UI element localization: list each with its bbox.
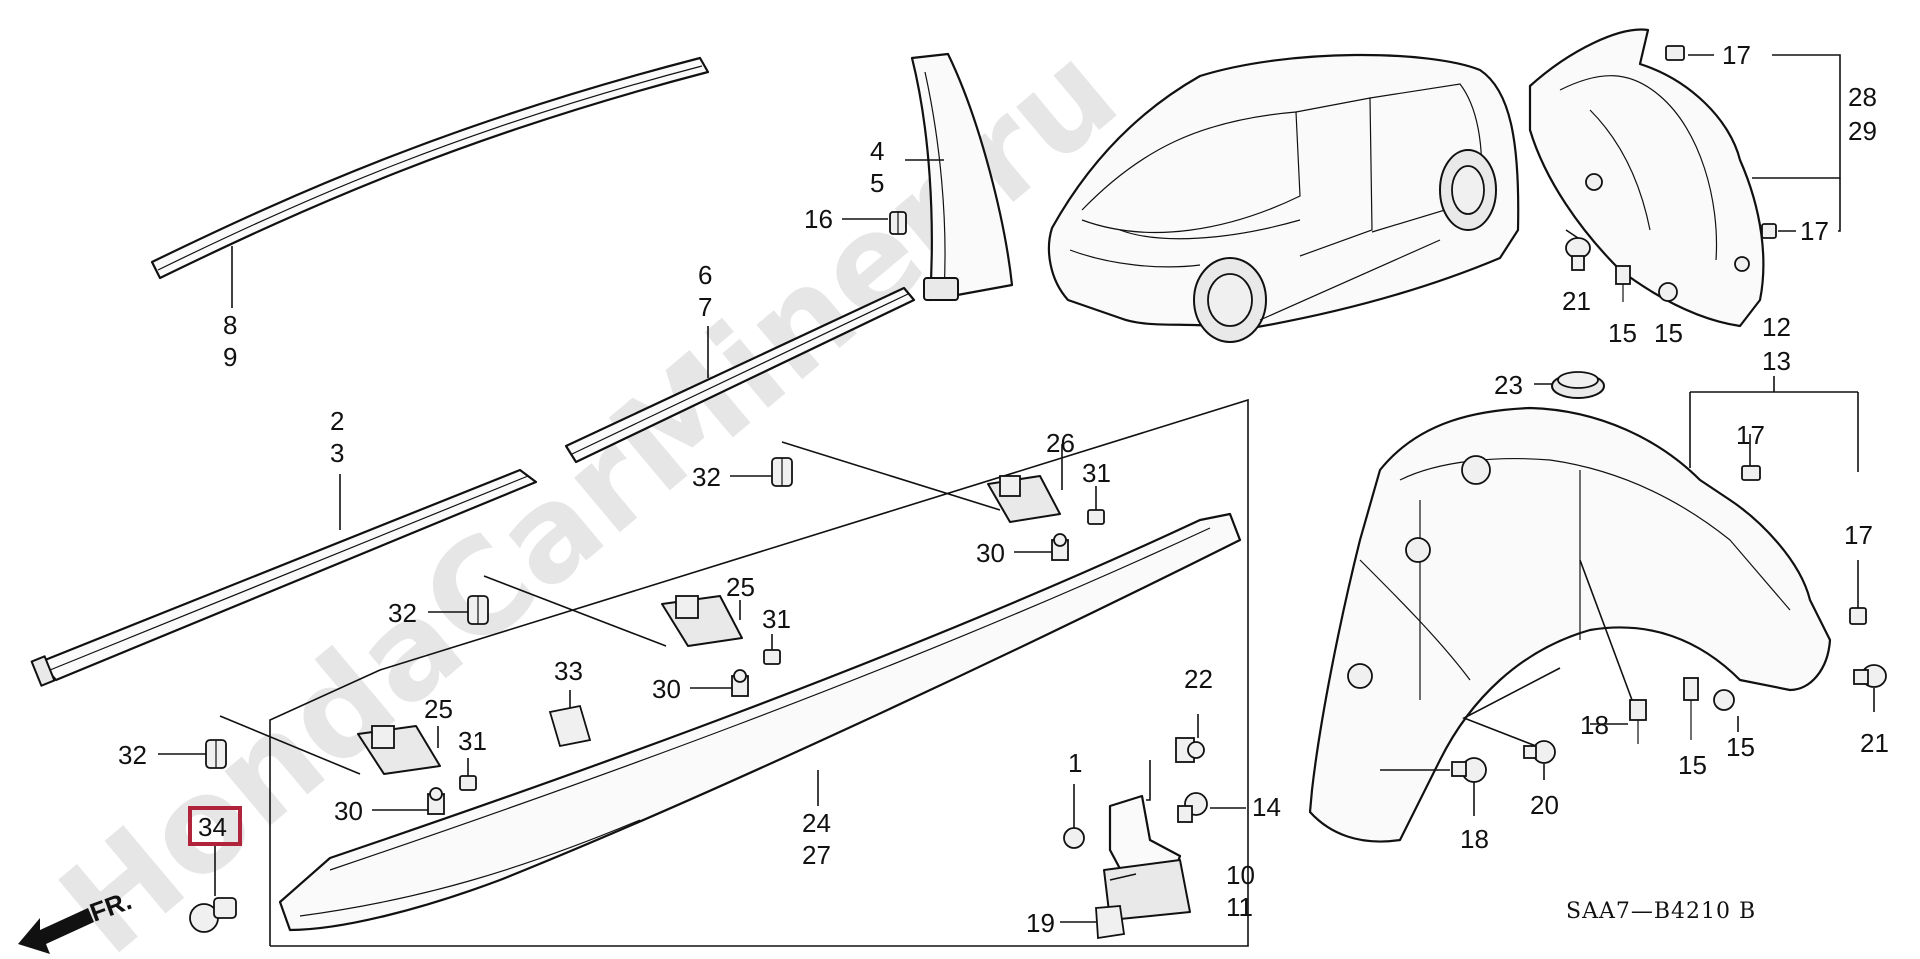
clip-32-b[interactable] [467, 595, 489, 625]
front-inner-fender[interactable] [1308, 406, 1832, 843]
label-16: 16 [804, 204, 833, 234]
clip-16[interactable] [889, 211, 907, 235]
front-door-molding[interactable] [30, 468, 538, 687]
label-15-c: 15 [1678, 750, 1707, 780]
bolt-18-right[interactable] [1629, 699, 1647, 744]
rear-door-molding[interactable] [564, 286, 916, 464]
label-3: 3 [330, 438, 344, 468]
label-15-a: 15 [1608, 318, 1637, 348]
label-17-b: 17 [1800, 216, 1829, 246]
side-sill-garnish[interactable] [278, 512, 1242, 932]
label-18-b: 18 [1460, 824, 1489, 854]
label-34: 34 [198, 812, 227, 842]
clip-34[interactable] [189, 897, 237, 933]
label-13: 13 [1762, 346, 1791, 376]
clip-17-upper[interactable] [1665, 45, 1685, 61]
bracket-25-a[interactable] [661, 595, 743, 647]
bolt-21-upper[interactable] [1565, 237, 1591, 271]
screw-14[interactable] [1177, 792, 1208, 823]
label-30-b: 30 [652, 674, 681, 704]
label-29: 29 [1848, 116, 1877, 146]
roof-molding[interactable] [150, 56, 710, 280]
label-31-a: 31 [1082, 458, 1111, 488]
label-31-b: 31 [762, 604, 791, 634]
label-32-a: 32 [692, 462, 721, 492]
label-6: 6 [698, 260, 712, 290]
label-1: 1 [1068, 748, 1082, 778]
car-illustration [1047, 53, 1520, 343]
label-27: 27 [802, 840, 831, 870]
label-32-c: 32 [118, 740, 147, 770]
label-33: 33 [554, 656, 583, 686]
label-8: 8 [223, 310, 237, 340]
diagram-code: SAA7—B4210 B [1566, 899, 1756, 924]
part-labels: 8 9 2 3 6 7 4 5 16 17 28 29 17 21 15 15 … [118, 40, 1889, 938]
label-15-b: 15 [1654, 318, 1683, 348]
front-arrow-icon [18, 908, 94, 954]
label-17-a: 17 [1722, 40, 1751, 70]
label-10: 10 [1226, 860, 1255, 890]
clip-31-c[interactable] [459, 775, 477, 791]
label-5: 5 [870, 168, 884, 198]
bracket-25-b[interactable] [357, 725, 441, 775]
label-2: 2 [330, 406, 344, 436]
label-23: 23 [1494, 370, 1523, 400]
clip-22[interactable] [1175, 737, 1205, 763]
clip-33[interactable] [548, 704, 592, 748]
label-30-c: 30 [334, 796, 363, 826]
label-20: 20 [1530, 790, 1559, 820]
clip-30-b[interactable] [731, 669, 749, 697]
label-25-a: 25 [726, 572, 755, 602]
clip-32-c[interactable] [205, 739, 227, 769]
clip-17-fender-a[interactable] [1741, 465, 1761, 481]
clip-17-lower[interactable] [1761, 223, 1777, 239]
label-11: 11 [1226, 892, 1253, 922]
clip-30-a[interactable] [1051, 533, 1069, 561]
highlight-box-34 [188, 806, 242, 846]
label-12: 12 [1762, 312, 1791, 342]
pillar-garnish[interactable] [910, 52, 1014, 302]
label-31-c: 31 [458, 726, 487, 756]
label-17-d: 17 [1844, 520, 1873, 550]
mudguard-bracket[interactable] [1103, 794, 1191, 921]
rear-inner-fender[interactable] [1528, 28, 1765, 328]
screw-15-d[interactable] [1713, 689, 1735, 711]
clip-30-c[interactable] [427, 787, 445, 815]
label-15-d: 15 [1726, 732, 1755, 762]
screw-15-a[interactable] [1615, 265, 1631, 302]
clip-31-b[interactable] [763, 649, 781, 665]
bracket-26[interactable] [987, 475, 1061, 523]
clip-31-a[interactable] [1087, 509, 1105, 525]
label-18-a: 18 [1580, 710, 1609, 740]
clip-17-fender-b[interactable] [1849, 607, 1867, 625]
screw-15-b[interactable] [1658, 282, 1678, 302]
label-28: 28 [1848, 82, 1877, 112]
label-7: 7 [698, 292, 712, 322]
label-22: 22 [1184, 664, 1213, 694]
bolt-20[interactable] [1523, 740, 1556, 764]
nut-1[interactable] [1063, 827, 1085, 849]
label-21-a: 21 [1562, 286, 1591, 316]
label-4: 4 [870, 136, 884, 166]
label-26: 26 [1046, 428, 1075, 458]
label-30-a: 30 [976, 538, 1005, 568]
label-14: 14 [1252, 792, 1281, 822]
label-9: 9 [223, 342, 237, 372]
clip-19[interactable] [1095, 905, 1126, 940]
label-21-b: 21 [1860, 728, 1889, 758]
label-19: 19 [1026, 908, 1055, 938]
label-32-b: 32 [388, 598, 417, 628]
grommet-23[interactable] [1551, 371, 1605, 399]
bolt-21-lower[interactable] [1853, 664, 1887, 688]
screw-15-c[interactable] [1683, 677, 1699, 740]
clip-32-a[interactable] [771, 457, 793, 487]
label-25-b: 25 [424, 694, 453, 724]
label-24: 24 [802, 808, 831, 838]
bolt-18-center[interactable] [1451, 757, 1487, 783]
label-17-c: 17 [1736, 420, 1765, 450]
